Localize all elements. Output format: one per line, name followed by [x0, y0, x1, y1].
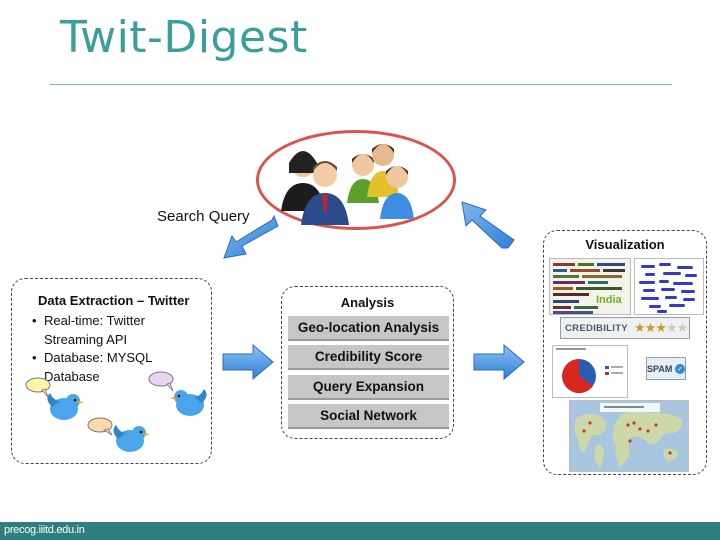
title-divider: [50, 84, 672, 85]
users-oval: [256, 130, 456, 230]
credibility-label: CREDIBILITY: [565, 322, 628, 334]
credibility-badge: CREDIBILITY ★★★★★: [560, 317, 690, 339]
analysis-title: Analysis: [340, 295, 395, 310]
analysis-item-query-expansion: Query Expansion: [288, 375, 449, 400]
arrow-icon-right-1: [222, 343, 274, 381]
data-extraction-box: Data Extraction – Twitter Real-time: Twi…: [11, 278, 212, 464]
twitter-bird-icon: [47, 393, 84, 420]
visualization-title: Visualization: [585, 237, 665, 252]
wordcloud-thumbnail: India: [549, 258, 631, 315]
footer-url: precog.iiitd.edu.in: [4, 524, 85, 536]
list-item: Database: MYSQL Database: [32, 349, 202, 386]
world-map-thumbnail: [569, 400, 689, 472]
star-icon: ★: [655, 320, 667, 335]
data-extraction-list: Real-time: Twitter Streaming API Databas…: [32, 312, 202, 386]
footer-bar: precog.iiitd.edu.in: [0, 522, 720, 540]
check-icon: ✓: [675, 363, 685, 374]
star-icon: ★: [644, 320, 657, 335]
data-extraction-title: Data Extraction – Twitter: [38, 293, 190, 308]
slide-title: Twit-Digest: [60, 12, 308, 63]
wordcloud-feature-word: India: [596, 294, 623, 306]
arrow-icon-right-2: [473, 343, 525, 381]
twitter-bird-icon: [113, 425, 150, 452]
pie-chart-thumbnail: [552, 345, 628, 398]
users-group-icon: [281, 144, 414, 225]
spam-label: SPAM: [647, 363, 673, 374]
visualization-box: Visualization India: [543, 230, 707, 475]
spam-badge: SPAM ✓: [646, 357, 686, 380]
analysis-item-geo-location: Geo-location Analysis: [288, 316, 449, 341]
search-query-label: Search Query: [157, 208, 250, 225]
analysis-box: Analysis Geo-location Analysis Credibili…: [281, 286, 454, 439]
analysis-item-credibility: Credibility Score: [288, 345, 449, 370]
speech-bubble-icon: [25, 371, 174, 436]
star-icon: ★: [665, 320, 678, 335]
star-rating: ★★★★★: [633, 320, 689, 336]
network-thumbnail: [634, 258, 704, 315]
analysis-item-social-network: Social Network: [288, 404, 449, 429]
list-item: Real-time: Twitter Streaming API: [32, 312, 202, 349]
twitter-birds: [25, 371, 207, 452]
star-icon: ★: [676, 320, 689, 335]
arrow-icon-down-left: [223, 214, 279, 259]
twitter-bird-icon: [170, 389, 207, 416]
star-icon: ★: [633, 320, 646, 335]
arrow-icon-up-left: [461, 201, 515, 249]
